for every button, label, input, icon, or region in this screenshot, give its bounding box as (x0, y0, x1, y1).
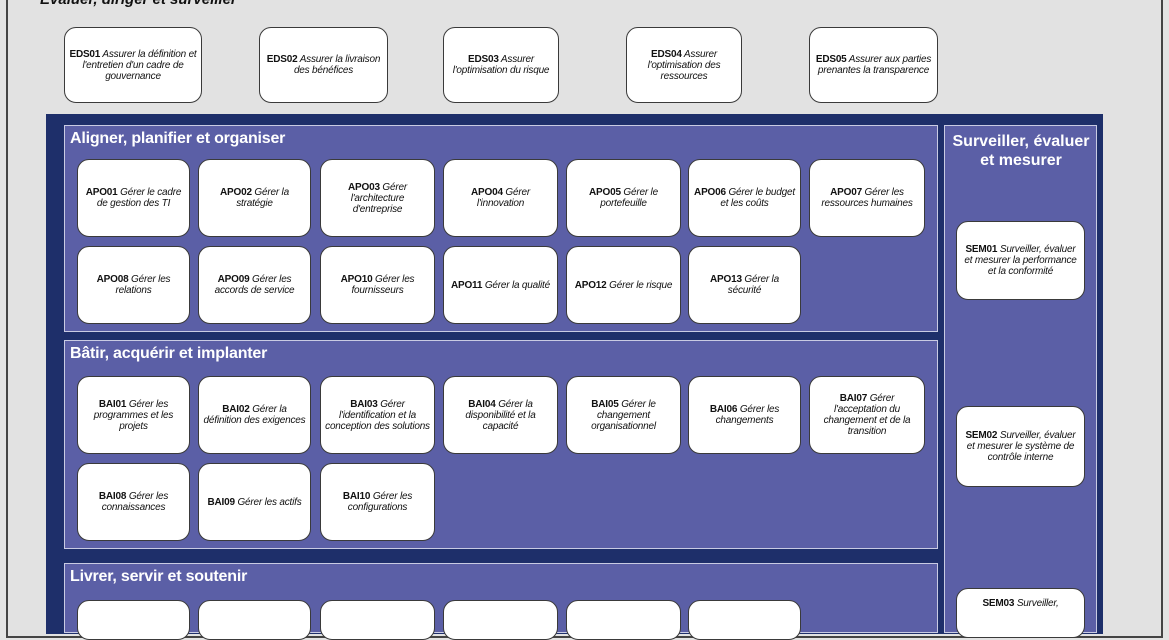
bai-panel-title: Bâtir, acquérir et implanter (70, 345, 268, 362)
apo09-box: APO09 Gérer les accords de service (198, 246, 311, 324)
apo06-label: APO06 Gérer le budget et les coûts (694, 187, 795, 209)
bai02-box: BAI02 Gérer la définition des exigences (198, 376, 311, 454)
apo11-label: APO11 Gérer la qualité (450, 279, 550, 291)
bai10-label: BAI10 Gérer les configurations (342, 491, 413, 513)
eds05-box: EDS05 Assurer aux parties prenantes la t… (809, 27, 938, 103)
apo12-box: APO12 Gérer le risque (566, 246, 681, 324)
bai01-label: BAI01 Gérer les programmes et les projet… (93, 398, 174, 432)
sem01-box: SEM01 Surveiller, évaluer et mesurer la … (956, 221, 1085, 300)
apo02-box: APO02 Gérer la stratégie (198, 159, 311, 237)
bai09-box: BAI09 Gérer les actifs (198, 463, 311, 541)
sem03-box: SEM03 Surveiller, (956, 588, 1085, 638)
apo11-box: APO11 Gérer la qualité (443, 246, 558, 324)
bai05-label: BAI05 Gérer le changement organisationne… (591, 398, 656, 432)
apo13-label: APO13 Gérer la sécurité (710, 274, 779, 296)
sem01-label: SEM01 Surveiller, évaluer et mesurer la … (964, 244, 1077, 277)
apo12-label: APO12 Gérer le risque (574, 279, 673, 291)
bai08-box: BAI08 Gérer les connaissances (77, 463, 190, 541)
eds03-box: EDS03 Assurer l'optimisation du risque (443, 27, 559, 103)
apo03-box: APO03 Gérer l'architecture d'entreprise (320, 159, 435, 237)
lss-panel-title: Livrer, servir et soutenir (70, 568, 248, 585)
apo09-label: APO09 Gérer les accords de service (214, 274, 295, 296)
sem03-label: SEM03 Surveiller, (982, 598, 1059, 609)
lss-box-2 (198, 600, 311, 640)
bai04-label: BAI04 Gérer la disponibilité et la capac… (465, 398, 536, 432)
bai04-box: BAI04 Gérer la disponibilité et la capac… (443, 376, 558, 454)
apo07-box: APO07 Gérer les ressources humaines (809, 159, 925, 237)
sem02-box: SEM02 Surveiller, évaluer et mesurer le … (956, 406, 1085, 487)
sem-panel (944, 125, 1097, 633)
apo04-label: APO04 Gérer l'innovation (471, 187, 530, 209)
eds01-label: EDS01 Assurer la définition et l'entreti… (69, 48, 197, 82)
bai03-label: BAI03 Gérer l'identification et la conce… (325, 398, 430, 432)
eds04-box: EDS04 Assurer l'optimisation des ressour… (626, 27, 742, 103)
eds03-label: EDS03 Assurer l'optimisation du risque (452, 54, 550, 76)
apo08-label: APO08 Gérer les relations (96, 274, 171, 296)
lss-box-6 (688, 600, 801, 640)
eds-section-title: Evaluer, diriger et surveiller (40, 0, 237, 8)
bai03-box: BAI03 Gérer l'identification et la conce… (320, 376, 435, 454)
sem-panel-title: Surveiller, évaluer et mesurer (952, 133, 1090, 169)
apo03-label: APO03 Gérer l'architecture d'entreprise (348, 181, 407, 215)
apo10-box: APO10 Gérer les fournisseurs (320, 246, 435, 324)
eds01-box: EDS01 Assurer la définition et l'entreti… (64, 27, 202, 103)
apo02-label: APO02 Gérer la stratégie (220, 187, 289, 209)
apo05-label: APO05 Gérer le portefeuille (589, 187, 658, 209)
bai06-box: BAI06 Gérer les changements (688, 376, 801, 454)
bai07-label: BAI07 Gérer l'acceptation du changement … (823, 393, 911, 437)
lss-box-3 (320, 600, 435, 640)
apo05-box: APO05 Gérer le portefeuille (566, 159, 681, 237)
bai09-label: BAI09 Gérer les actifs (207, 496, 302, 508)
eds05-label: EDS05 Assurer aux parties prenantes la t… (815, 54, 932, 76)
bai02-label: BAI02 Gérer la définition des exigences (203, 404, 306, 426)
lss-box-5 (566, 600, 681, 640)
bai06-label: BAI06 Gérer les changements (709, 404, 780, 426)
apo08-box: APO08 Gérer les relations (77, 246, 190, 324)
eds04-label: EDS04 Assurer l'optimisation des ressour… (647, 48, 721, 82)
bai07-box: BAI07 Gérer l'acceptation du changement … (809, 376, 925, 454)
apo01-box: APO01 Gérer le cadre de gestion des TI (77, 159, 190, 237)
lss-box-1 (77, 600, 190, 640)
apo-panel-title: Aligner, planifier et organiser (70, 130, 286, 147)
apo10-label: APO10 Gérer les fournisseurs (340, 274, 415, 296)
bai08-label: BAI08 Gérer les connaissances (98, 491, 169, 513)
apo13-box: APO13 Gérer la sécurité (688, 246, 801, 324)
apo07-label: APO07 Gérer les ressources humaines (821, 187, 913, 209)
bai05-box: BAI05 Gérer le changement organisationne… (566, 376, 681, 454)
apo06-box: APO06 Gérer le budget et les coûts (688, 159, 801, 237)
bai01-box: BAI01 Gérer les programmes et les projet… (77, 376, 190, 454)
lss-box-4 (443, 600, 558, 640)
eds02-box: EDS02 Assurer la livraison des bénéfices (259, 27, 388, 103)
apo04-box: APO04 Gérer l'innovation (443, 159, 558, 237)
sem02-label: SEM02 Surveiller, évaluer et mesurer le … (965, 430, 1076, 463)
bai10-box: BAI10 Gérer les configurations (320, 463, 435, 541)
apo01-label: APO01 Gérer le cadre de gestion des TI (85, 187, 182, 209)
eds02-label: EDS02 Assurer la livraison des bénéfices (266, 54, 381, 76)
